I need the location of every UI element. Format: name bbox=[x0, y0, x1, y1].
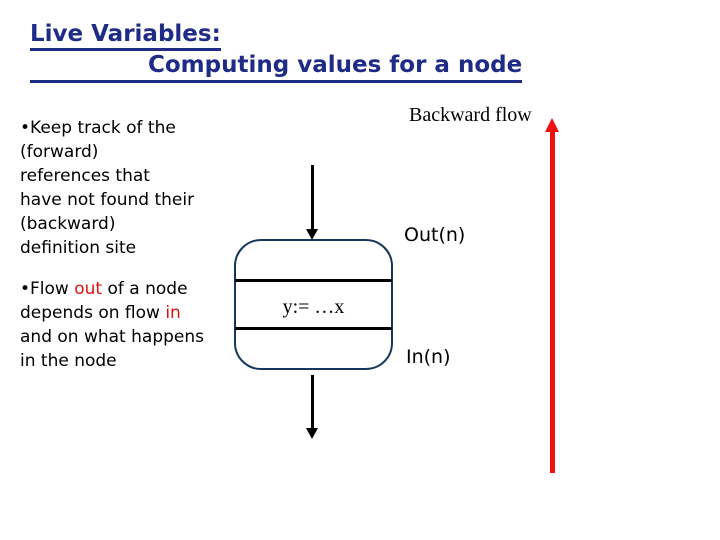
in-n-label: In(n) bbox=[406, 346, 451, 368]
title-line-1-wrap: Live Variables: bbox=[30, 21, 522, 52]
backward-flow-arrow-head-icon bbox=[545, 118, 559, 132]
bullet2-line3: and on what happens bbox=[20, 327, 204, 347]
cfg-node: y:= …x bbox=[234, 239, 393, 370]
bullet2-line1-seg3: of a node bbox=[102, 279, 188, 299]
flow-in-arrow-line bbox=[311, 165, 314, 229]
out-n-label: Out(n) bbox=[404, 224, 466, 246]
bullet2-line2-seg1: depends on flow bbox=[20, 303, 166, 323]
flow-out-arrow-line bbox=[311, 375, 314, 428]
bullet-flow: •Flow out of a node depends on flow in a… bbox=[20, 277, 240, 373]
node-top-divider bbox=[235, 279, 392, 282]
node-bottom-divider bbox=[235, 327, 392, 330]
bullet-keep-track: •Keep track of the (forward) references … bbox=[20, 116, 240, 260]
bullet1-line6: definition site bbox=[20, 238, 137, 258]
bullet2-word-in: in bbox=[165, 303, 181, 323]
bullet2-line2: depends on flow in bbox=[20, 301, 240, 325]
bullet1-line4: have not found their bbox=[20, 190, 195, 210]
backward-flow-label: Backward flow bbox=[409, 104, 532, 126]
bullet1-line5: (backward) bbox=[20, 214, 116, 234]
node-statement: y:= …x bbox=[282, 296, 345, 318]
bullet2-line1-seg1: •Flow bbox=[20, 279, 75, 299]
title-line-1: Live Variables: bbox=[30, 21, 221, 52]
bullet2-line4: in the node bbox=[20, 351, 117, 371]
flow-in-arrow-head-icon bbox=[306, 229, 318, 240]
title-line-2-wrap: Computing values for a node bbox=[30, 53, 523, 83]
bullet2-word-out: out bbox=[74, 279, 103, 299]
bullet-list: •Keep track of the (forward) references … bbox=[20, 116, 240, 390]
slide-title: Live Variables: Computing values for a n… bbox=[30, 21, 523, 83]
bullet1-line1: •Keep track of the bbox=[20, 118, 176, 138]
backward-flow-arrow-line bbox=[550, 130, 555, 473]
bullet2-line1: •Flow out of a node bbox=[20, 277, 240, 301]
bullet1-line3: references that bbox=[20, 166, 150, 186]
flow-out-arrow-head-icon bbox=[306, 428, 318, 439]
bullet1-line2: (forward) bbox=[20, 142, 99, 162]
title-line-2: Computing values for a node bbox=[30, 53, 523, 83]
